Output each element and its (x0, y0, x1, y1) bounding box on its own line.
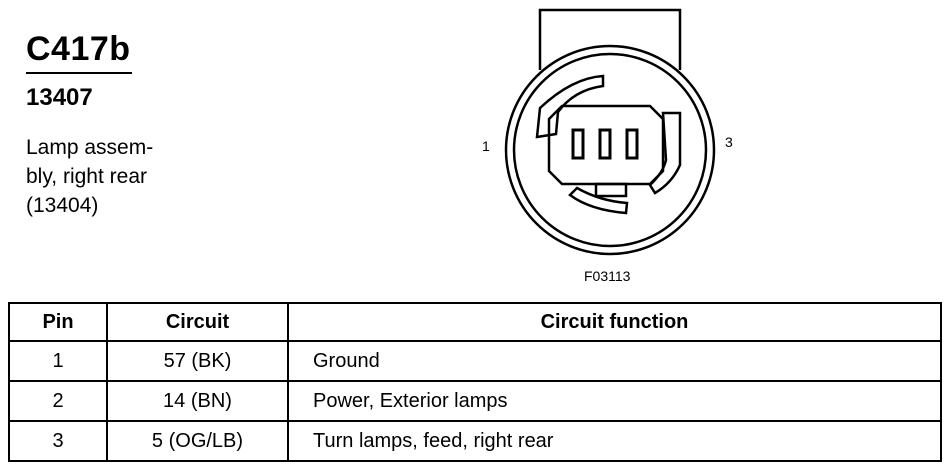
description-line: (13404) (26, 194, 99, 217)
table-header-row: Pin Circuit Circuit function (8, 302, 942, 342)
cell-pin: 1 (8, 340, 108, 382)
figure-code: F03113 (584, 268, 631, 284)
description-line: bly, right rear (26, 165, 147, 188)
column-header-circuit: Circuit (106, 302, 289, 342)
connector-face-diagram: 1 3 F03113 (482, 8, 733, 284)
connector-id-underline (26, 72, 132, 74)
cell-circuit-function: Turn lamps, feed, right rear (287, 420, 942, 462)
connector-id: C417b (26, 30, 131, 68)
connector-lock-tab (538, 8, 682, 70)
table-row: 1 57 (BK) Ground (8, 340, 942, 382)
connector-description: Lamp assem- bly, right rear (13404) (26, 133, 153, 220)
pin-cavity-1 (571, 128, 585, 160)
connector-keyway (594, 182, 628, 198)
table-row: 3 5 (OG/LB) Turn lamps, feed, right rear (8, 420, 942, 462)
pinout-table: Pin Circuit Circuit function 1 57 (BK) G… (8, 302, 942, 462)
connector-shroud-bottom (568, 186, 629, 215)
pin-label-right: 3 (725, 134, 733, 150)
column-header-circuit-function: Circuit function (287, 302, 942, 342)
table-row: 2 14 (BN) Power, Exterior lamps (8, 380, 942, 422)
pin-cavity-2 (598, 128, 612, 160)
cell-circuit: 14 (BN) (106, 380, 289, 422)
pin-label-left: 1 (482, 138, 490, 154)
cell-pin: 2 (8, 380, 108, 422)
description-line: Lamp assem- (26, 136, 154, 159)
pin-cavity-3 (625, 128, 639, 160)
cell-circuit: 5 (OG/LB) (106, 420, 289, 462)
cell-circuit: 57 (BK) (106, 340, 289, 382)
connector-inner-ring (512, 52, 708, 248)
column-header-pin: Pin (8, 302, 108, 342)
cell-circuit-function: Power, Exterior lamps (287, 380, 942, 422)
cell-circuit-function: Ground (287, 340, 942, 382)
connector-header: C417b 13407 Lamp assem- bly, right rear … (26, 32, 153, 220)
cell-pin: 3 (8, 420, 108, 462)
part-number: 13407 (26, 84, 93, 111)
terminal-block (547, 104, 665, 186)
